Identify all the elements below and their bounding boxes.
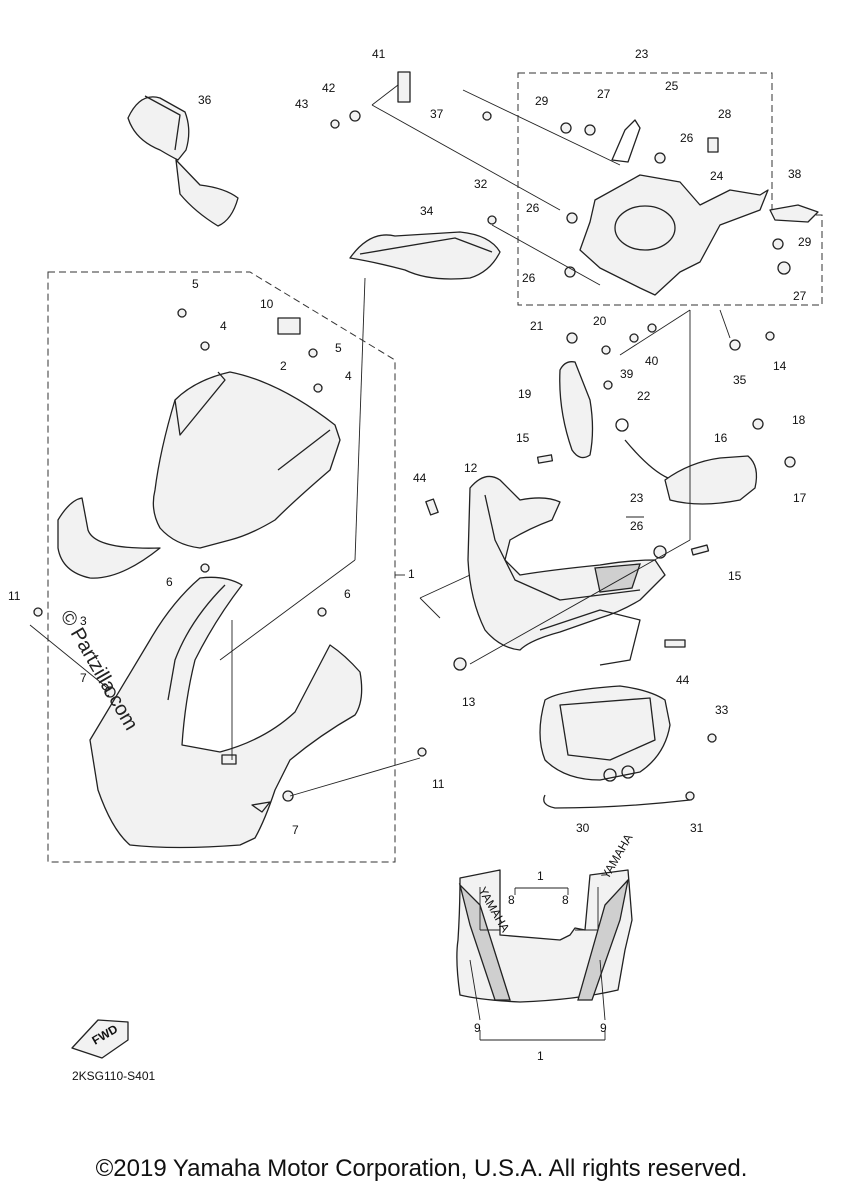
part-number-callouts: 41 42 43 36 37 23 25 27 29 28 26 32 24 3… <box>8 47 812 1063</box>
callout-20: 20 <box>593 314 607 328</box>
callout-8-right: 8 <box>562 893 569 907</box>
rear-view-mirror <box>127 95 239 227</box>
callout-3: 3 <box>80 614 87 628</box>
callout-9-left: 9 <box>474 1021 481 1035</box>
callout-41: 41 <box>372 47 386 61</box>
callout-37: 37 <box>430 107 444 121</box>
leader-lines <box>29 84 731 1041</box>
callout-27-top: 27 <box>597 87 611 101</box>
callout-34: 34 <box>420 204 434 218</box>
callout-24: 24 <box>710 169 724 183</box>
callout-23-mid: 23 <box>630 491 644 505</box>
callout-40: 40 <box>645 354 659 368</box>
callout-33: 33 <box>715 703 729 717</box>
side-bracket <box>559 361 594 459</box>
callout-39: 39 <box>620 367 634 381</box>
callout-7-bottom: 7 <box>292 823 299 837</box>
callout-32: 32 <box>474 177 488 191</box>
copyright-footer: ©2019 Yamaha Motor Corporation, U.S.A. A… <box>95 1155 748 1182</box>
callout-8-left: 8 <box>508 893 515 907</box>
callout-15-right: 15 <box>728 569 742 583</box>
windshield <box>152 371 341 549</box>
cowling-stay <box>579 119 819 296</box>
damper-pad <box>277 317 301 335</box>
callout-21: 21 <box>530 319 544 333</box>
callout-44-right: 44 <box>676 673 690 687</box>
callout-4-top: 4 <box>220 319 227 333</box>
graphic-decal-set: YAMAHA YAMAHA <box>456 831 635 1003</box>
callout-1-decal-bottom: 1 <box>537 1049 544 1063</box>
callout-29-top: 29 <box>535 94 549 108</box>
callout-30: 30 <box>576 821 590 835</box>
callout-15-top: 15 <box>516 431 530 445</box>
callout-28: 28 <box>718 107 732 121</box>
callout-26-mid2: 26 <box>630 519 644 533</box>
meter-assembly <box>539 685 671 782</box>
callout-42: 42 <box>322 81 336 95</box>
callout-2: 2 <box>280 359 287 373</box>
callout-43: 43 <box>295 97 309 111</box>
callout-29-right: 29 <box>798 235 812 249</box>
callout-22: 22 <box>637 389 651 403</box>
callout-16: 16 <box>714 431 728 445</box>
callout-19: 19 <box>518 387 532 401</box>
callout-25: 25 <box>665 79 679 93</box>
callout-5-top: 5 <box>192 277 199 291</box>
callout-38: 38 <box>788 167 802 181</box>
cowling-group-boundary <box>47 271 396 863</box>
callout-6-right: 6 <box>344 587 351 601</box>
front-cowling <box>89 576 363 849</box>
callout-17: 17 <box>793 491 807 505</box>
callout-14: 14 <box>773 359 787 373</box>
stay-group-boundary <box>517 72 823 306</box>
fwd-arrow-icon: FWD <box>71 1019 129 1059</box>
callout-27-right: 27 <box>793 289 807 303</box>
callout-26-top: 26 <box>680 131 694 145</box>
callout-13: 13 <box>462 695 476 709</box>
callout-23: 23 <box>635 47 649 61</box>
diagram-code: 2KSG110-S401 <box>72 1069 155 1083</box>
callout-9-right: 9 <box>600 1021 607 1035</box>
callout-36: 36 <box>198 93 212 107</box>
sub-wire-harness <box>543 794 691 809</box>
callout-18: 18 <box>792 413 806 427</box>
callout-5-right: 5 <box>335 341 342 355</box>
callout-26-mid: 26 <box>526 201 540 215</box>
windshield-lower-visor <box>57 497 161 579</box>
callout-7-left: 7 <box>80 671 87 685</box>
callout-26-low: 26 <box>522 271 536 285</box>
fasteners <box>33 71 796 802</box>
inner-side-cover <box>349 231 501 280</box>
callout-11-right: 11 <box>432 777 445 791</box>
callout-11-left: 11 <box>8 589 21 603</box>
callout-35: 35 <box>733 373 747 387</box>
callout-6-left: 6 <box>166 575 173 589</box>
callout-1-side: 1 <box>408 567 415 581</box>
callout-1-decal-top: 1 <box>537 869 544 883</box>
callout-44-left: 44 <box>413 471 427 485</box>
callout-12: 12 <box>464 461 478 475</box>
front-flasher-light <box>615 418 758 505</box>
partzilla-watermark: © Partzilla.com <box>56 607 142 735</box>
callout-4-right: 4 <box>345 369 352 383</box>
callout-10: 10 <box>260 297 274 311</box>
inner-panel-assembly <box>467 475 666 666</box>
callout-31: 31 <box>690 821 704 835</box>
